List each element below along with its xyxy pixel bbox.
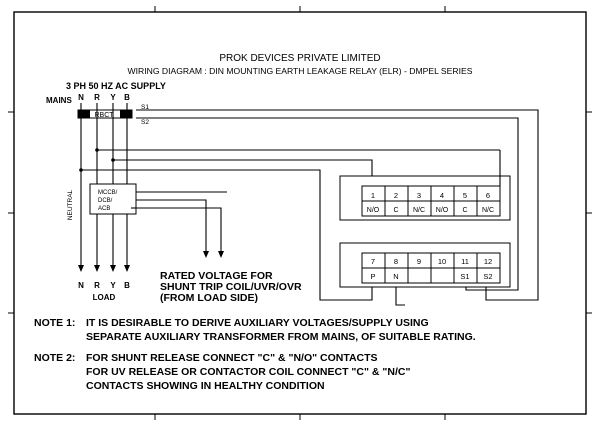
ct-s2-label: S2 bbox=[141, 119, 149, 126]
rbct-label: RBCT bbox=[94, 112, 114, 119]
breaker-line3: ACB bbox=[98, 206, 110, 212]
terminal-4-number: 4 bbox=[440, 191, 444, 200]
terminal-7-number: 7 bbox=[371, 257, 375, 266]
note1-tag: NOTE 1: bbox=[34, 317, 75, 329]
relay-terminal-block-bottom: 7 8 9 10 11 12 P N S1 S2 bbox=[339, 242, 511, 288]
shunt-text-line2: SHUNT TRIP COIL/UVR/OVR bbox=[160, 281, 302, 293]
terminal-2-label: C bbox=[393, 207, 398, 214]
terminal-8-label: N bbox=[393, 272, 398, 281]
neutral-label: NEUTRAL bbox=[67, 189, 74, 220]
phase-label-n-top: N bbox=[78, 93, 84, 102]
terminal-12-number: 12 bbox=[484, 257, 492, 266]
breaker-line1: MCCB/ bbox=[98, 190, 118, 196]
terminal-10-number: 10 bbox=[438, 257, 446, 266]
ct-s1-label: S1 bbox=[141, 104, 149, 111]
terminal-5-label: C bbox=[462, 207, 467, 214]
terminal-5-number: 5 bbox=[463, 191, 467, 200]
supply-label: 3 PH 50 HZ AC SUPPLY bbox=[66, 81, 166, 91]
diagram-title: WIRING DIAGRAM : DIN MOUNTING EARTH LEAK… bbox=[128, 66, 473, 76]
company-name: PROK DEVICES PRIVATE LIMITED bbox=[219, 53, 380, 64]
load-label: LOAD bbox=[93, 293, 116, 302]
terminal-1-label: N/O bbox=[367, 207, 380, 214]
rbct-right-pole bbox=[120, 110, 132, 118]
note2-line2: FOR UV RELEASE OR CONTACTOR COIL CONNECT… bbox=[86, 366, 410, 378]
terminal-11-label: S1 bbox=[460, 272, 469, 281]
phase-label-y-top: Y bbox=[110, 93, 116, 102]
ct-secondary-wires bbox=[136, 109, 539, 301]
phase-label-r-top: R bbox=[94, 93, 100, 102]
note2-line3: CONTACTS SHOWING IN HEALTHY CONDITION bbox=[86, 380, 325, 392]
shunt-text-line1: RATED VOLTAGE FOR bbox=[160, 270, 273, 282]
terminal-12-label: S2 bbox=[483, 272, 492, 281]
shunt-text-line3: (FROM LOAD SIDE) bbox=[160, 292, 258, 304]
note1-line1: IT IS DESIRABLE TO DERIVE AUXILIARY VOLT… bbox=[86, 317, 429, 329]
terminal-11-number: 11 bbox=[461, 257, 469, 266]
phase-label-b-top: B bbox=[124, 93, 130, 102]
phase-label-n-bottom: N bbox=[78, 281, 84, 290]
terminal-3-number: 3 bbox=[417, 191, 421, 200]
rbct-left-pole bbox=[78, 110, 90, 118]
terminal-3-label: N/C bbox=[413, 207, 425, 214]
terminal-7-label: P bbox=[370, 272, 375, 281]
terminal-8-number: 8 bbox=[394, 257, 398, 266]
mccb-box bbox=[89, 183, 137, 215]
phase-label-y-bottom: Y bbox=[110, 281, 116, 290]
terminal-9-number: 9 bbox=[417, 257, 421, 266]
breaker-line2: DCB/ bbox=[98, 198, 113, 204]
relay-terminal-block-top: 1 2 3 4 5 6 N/O C N/C N/O C N/C bbox=[339, 175, 511, 221]
load-arrows bbox=[78, 265, 130, 272]
terminal-1-number: 1 bbox=[371, 191, 375, 200]
terminal-4-label: N/O bbox=[436, 207, 449, 214]
note1-line2: SEPARATE AUXILIARY TRANSFORMER FROM MAIN… bbox=[86, 331, 476, 343]
phase-label-b-bottom: B bbox=[124, 281, 130, 290]
terminal-6-number: 6 bbox=[486, 191, 490, 200]
terminal-2-number: 2 bbox=[394, 191, 398, 200]
phase-label-r-bottom: R bbox=[94, 281, 100, 290]
terminal-6-label: N/C bbox=[482, 207, 494, 214]
note2-tag: NOTE 2: bbox=[34, 352, 75, 364]
frame-ticks bbox=[8, 6, 592, 420]
mains-label: MAINS bbox=[46, 96, 72, 105]
note2-line1: FOR SHUNT RELEASE CONNECT "C" & "N/O" CO… bbox=[86, 352, 378, 364]
shunt-arrows bbox=[203, 251, 224, 258]
shunt-feed-wires bbox=[136, 199, 207, 253]
